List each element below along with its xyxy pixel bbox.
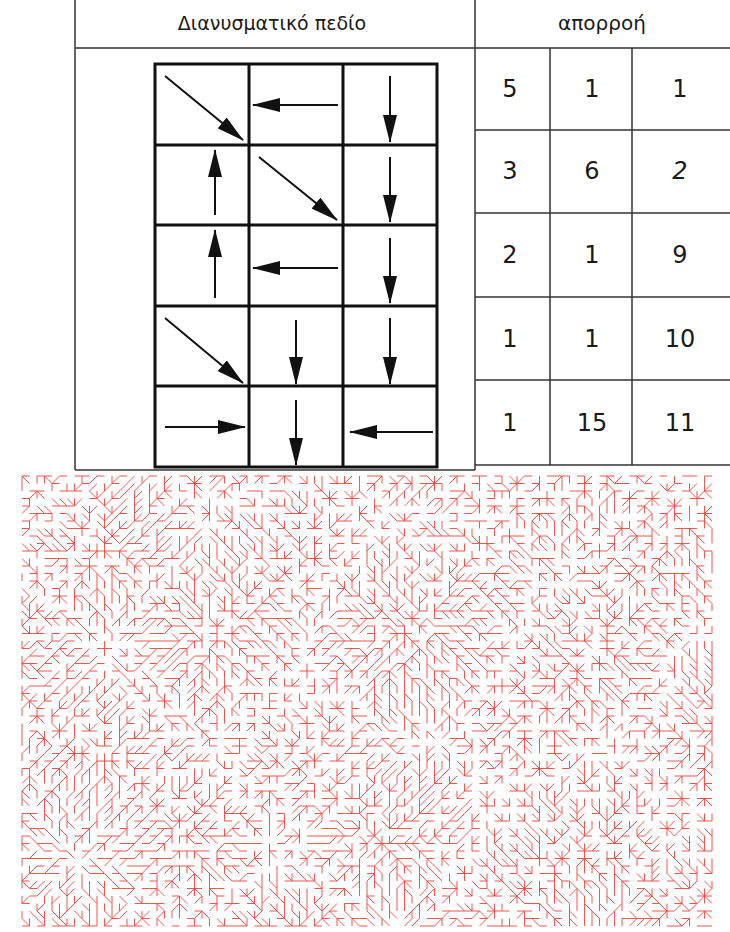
flow-lines [22,476,712,926]
flow-arrow [253,267,338,269]
grid-frame [155,64,437,467]
table-cell: 1 [502,410,517,436]
table-border [475,296,730,298]
table-border [75,469,475,471]
table-border [475,212,730,214]
table-cell: 1 [584,326,599,352]
vector-grid [155,64,437,467]
table-cell: 15 [577,410,608,436]
table-cell: 1 [584,76,599,102]
column-header: Διανυσματικό πεδίο [178,13,366,34]
grid-line [155,144,437,147]
table-cell: 2 [672,158,687,184]
table-border [549,48,551,465]
grid-line [155,385,437,388]
flow-arrow [389,318,391,384]
table-cell: 11 [665,410,696,436]
table-border [475,129,730,131]
table-cell: 1 [672,76,687,102]
flow-arrow [295,400,297,465]
table-cell: 9 [672,242,687,268]
table-cell: 10 [665,326,696,352]
flow-arrow [253,104,338,106]
table-cell: 6 [584,158,599,184]
grid-line [248,64,251,467]
table-cell: 1 [584,242,599,268]
flow-arrow [214,150,216,215]
table-border [631,48,633,465]
table-cell: 5 [502,76,517,102]
table-border [475,379,730,381]
flow-arrow [389,157,391,222]
table-border [475,464,730,466]
column-header: απορροή [558,12,646,34]
flow-arrow [165,76,243,140]
flow-arrow [295,320,297,384]
vector-arrows [165,76,433,465]
table-border [474,0,476,470]
flow-arrow [350,431,433,433]
table-cell: 1 [502,326,517,352]
flow-arrow [259,157,337,220]
flow-arrow [165,318,243,383]
grid-line [155,305,437,308]
drainage-network [22,476,712,926]
table-border [74,0,76,470]
grid-line [342,64,345,467]
table-cell: 3 [502,158,517,184]
flow-arrow [165,426,245,428]
table-cell: 2 [502,242,517,268]
flow-arrow [389,76,391,142]
table-lines [75,0,730,470]
grid-line [155,224,437,227]
flow-arrow [389,238,391,303]
flow-arrow [214,230,216,298]
